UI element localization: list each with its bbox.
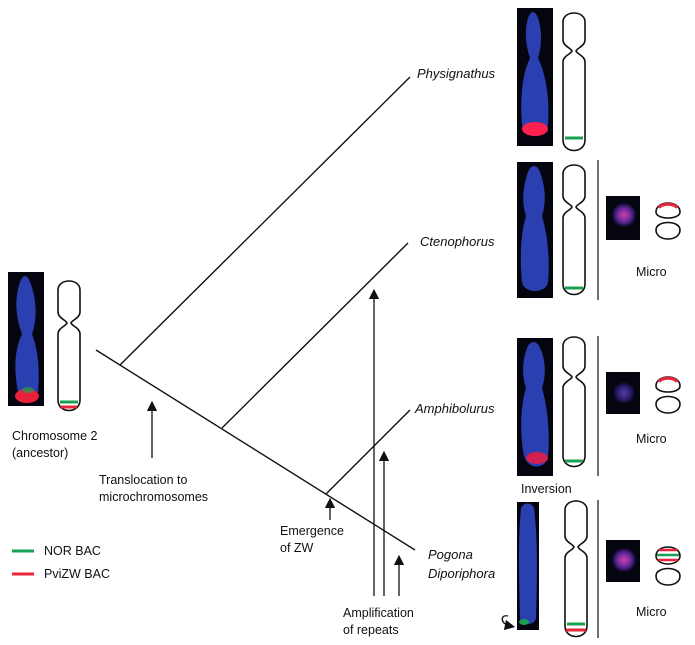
branch-physignathus [119,76,411,366]
pogona-micro-label: Micro [636,605,667,619]
ancestor-label-line2: (ancestor) [12,446,68,460]
ancestor-chromosome-photo [8,272,44,406]
repeats-label-line2: of repeats [343,623,399,637]
zw-label-line2: of ZW [280,541,314,555]
taxon-diporiphora: Diporiphora [428,566,495,581]
translocation-label-line2: microchromosomes [99,490,208,504]
ctenophorus-micro-label: Micro [636,265,667,279]
taxon-ctenophorus: Ctenophorus [420,234,495,249]
ctenophorus-chromosome-photo [517,162,553,298]
ctenophorus-ideogram [562,164,586,296]
legend-pvizw-label: PviZW BAC [44,567,110,581]
ancestor-label-line1: Chromosome 2 [12,429,97,443]
pogona-micro-ideogram [655,546,681,586]
translocation-label-line1: Translocation to [99,473,188,487]
legend: NOR BAC PviZW BAC [12,544,110,581]
pogona-micro-photo [606,540,640,582]
ctenophorus-micro-photo [606,196,640,240]
taxon-amphibolurus: Amphibolurus [414,401,495,416]
branch-amphibolurus [325,409,411,495]
amphibolurus-micro-ideogram [655,376,681,414]
amphibolurus-chromosome-photo [517,338,553,476]
taxon-pogona: Pogona [428,547,473,562]
ancestor-chromosome-ideogram [57,280,81,412]
amphibolurus-ideogram [562,336,586,468]
ctenophorus-micro-ideogram [655,202,681,240]
inversion-curved-arrow [501,615,516,631]
pogona-ideogram [564,500,588,638]
repeats-label-line1: Amplification [343,606,414,620]
physignathus-chromosome-photo [517,8,553,146]
tree-branches [95,76,416,551]
amphibolurus-micro-label: Micro [636,432,667,446]
legend-nor-label: NOR BAC [44,544,101,558]
branch-ctenophorus [221,242,409,429]
branch-trunk [95,349,416,551]
taxon-physignathus: Physignathus [417,66,496,81]
inversion-label: Inversion [521,482,572,496]
pogona-chromosome-photo [517,502,539,630]
zw-label-line1: Emergence [280,524,344,538]
event-arrows [146,288,405,596]
physignathus-ideogram [562,12,586,152]
amphibolurus-micro-photo [606,372,640,414]
